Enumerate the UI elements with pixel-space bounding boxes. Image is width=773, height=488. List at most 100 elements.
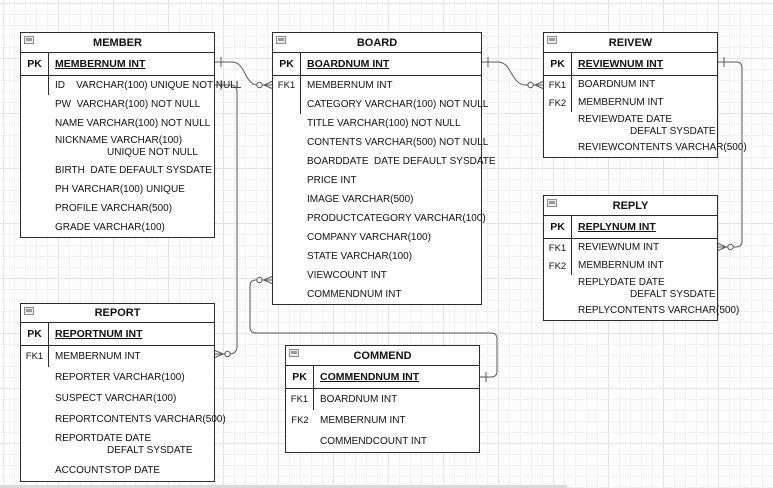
collapse-icon[interactable]: [24, 36, 34, 44]
field-cell: MEMBERNUM INT: [49, 58, 214, 70]
key-cell: [544, 302, 572, 320]
collapse-icon[interactable]: [547, 199, 557, 207]
field-text: REPORTNUM INT: [55, 328, 143, 340]
field-text: REPORTER VARCHAR(100): [55, 371, 185, 383]
field-text: GRADE VARCHAR(100): [55, 221, 165, 233]
table-row[interactable]: NICKNAME VARCHAR(100)UNIQUE NOT NULL: [21, 133, 214, 161]
table-row[interactable]: COMMENDCOUNT INT: [286, 431, 479, 452]
field-cell: COMMENDNUM INT: [301, 289, 481, 301]
field-text: BOARDNUM INT: [307, 58, 390, 70]
table-row[interactable]: COMMENDNUM INT: [273, 285, 481, 304]
field-text-line2: DEFALT SYSDATE: [107, 445, 193, 456]
field-cell: PROFILE VARCHAR(500): [49, 203, 214, 215]
entity-title: COMMEND: [286, 346, 479, 366]
table-row[interactable]: BOARDDATE DATE DEFAULT SYSDATE: [273, 152, 496, 171]
connector-board-reivew[interactable]: [482, 57, 544, 89]
table-row[interactable]: REPLYCONTENTS VARCHAR(500): [544, 302, 739, 320]
table-row[interactable]: REPORTCONTENTS VARCHAR(500): [21, 409, 226, 430]
field-cell: MEMBERNUM INT: [49, 351, 214, 363]
field-cell: ACCOUNTSTOP DATE: [49, 465, 214, 477]
field-text: MEMBERNUM INT: [578, 260, 664, 271]
field-cell: REVIEWNUM INT: [572, 58, 717, 70]
table-row[interactable]: COMPANY VARCHAR(100): [273, 228, 481, 247]
field-cell: PRICE INT: [301, 175, 481, 187]
key-cell: [21, 409, 49, 430]
table-row[interactable]: PRICE INT: [273, 171, 481, 190]
horizontal-scrollbar[interactable]: [0, 485, 567, 488]
collapse-icon[interactable]: [24, 307, 34, 315]
field-cell: MEMBERNUM INT: [314, 415, 479, 427]
connector-reivew-reply[interactable]: [717, 57, 743, 251]
collapse-icon[interactable]: [547, 36, 557, 44]
table-row[interactable]: IMAGE VARCHAR(500): [273, 190, 481, 209]
table-row[interactable]: ID VARCHAR(100) UNIQUE NOT NULL: [21, 76, 242, 95]
field-text: ID VARCHAR(100) UNIQUE NOT NULL: [55, 79, 242, 91]
entity-title: REIVEW: [544, 33, 717, 53]
field-text: REVIEWDATE DATE: [578, 113, 673, 125]
field-text: VIEWCOUNT INT: [307, 269, 387, 281]
table-row[interactable]: VIEWCOUNT INT: [273, 266, 481, 285]
table-row[interactable]: REVIEWCONTENTS VARCHAR(500): [544, 139, 747, 157]
table-row[interactable]: REPORTER VARCHAR(100): [21, 367, 214, 388]
key-cell: [273, 152, 301, 171]
collapse-icon-bar: [278, 38, 284, 41]
table-row[interactable]: PW VARCHAR(100) NOT NULL: [21, 95, 214, 114]
field-text: CATEGORY VARCHAR(100) NOT NULL: [307, 98, 489, 110]
table-row[interactable]: PROFILE VARCHAR(500): [21, 199, 214, 218]
collapse-icon[interactable]: [276, 36, 286, 44]
table-row[interactable]: ACCOUNTSTOP DATE: [21, 460, 214, 481]
table-row[interactable]: CATEGORY VARCHAR(100) NOT NULL: [273, 95, 489, 114]
connector-member-report[interactable]: [214, 80, 238, 358]
field-text-line2: UNIQUE NOT NULL: [107, 147, 198, 158]
key-cell: PK: [273, 53, 301, 75]
collapse-icon-bar: [26, 309, 32, 312]
table-row[interactable]: BIRTH DATE DEFAULT SYSDATE: [21, 161, 214, 180]
table-row-pk[interactable]: PK BOARDNUM INT: [273, 53, 481, 76]
table-row[interactable]: PRODUCTCATEGORY VARCHAR(100): [273, 209, 486, 228]
table-row[interactable]: GRADE VARCHAR(100): [21, 218, 214, 237]
table-row[interactable]: PH VARCHAR(100) UNIQUE: [21, 180, 214, 199]
field-text: MEMBERNUM INT: [578, 97, 664, 108]
table-row[interactable]: STATE VARCHAR(100): [273, 247, 481, 266]
table-row[interactable]: TITLE VARCHAR(100) NOT NULL: [273, 114, 481, 133]
key-cell: FK1: [21, 346, 49, 367]
field-cell: BOARDNUM INT: [314, 394, 479, 406]
field-cell: STATE VARCHAR(100): [301, 251, 481, 263]
key-cell: [273, 95, 301, 114]
field-text: CONTENTS VARCHAR(500) NOT NULL: [307, 136, 489, 148]
collapse-icon[interactable]: [289, 349, 299, 357]
field-text: MEMBERNUM INT: [307, 79, 393, 91]
field-text: PW VARCHAR(100) NOT NULL: [55, 98, 201, 110]
collapse-icon-bar: [26, 38, 32, 41]
key-cell: [21, 218, 49, 237]
field-cell: BOARDNUM INT: [301, 58, 481, 70]
table-row[interactable]: SUSPECT VARCHAR(100): [21, 388, 214, 409]
table-row[interactable]: NAME VARCHAR(100) NOT NULL: [21, 114, 214, 133]
field-cell: REPORTCONTENTS VARCHAR(500): [49, 414, 226, 426]
table-row[interactable]: CONTENTS VARCHAR(500) NOT NULL: [273, 133, 489, 152]
